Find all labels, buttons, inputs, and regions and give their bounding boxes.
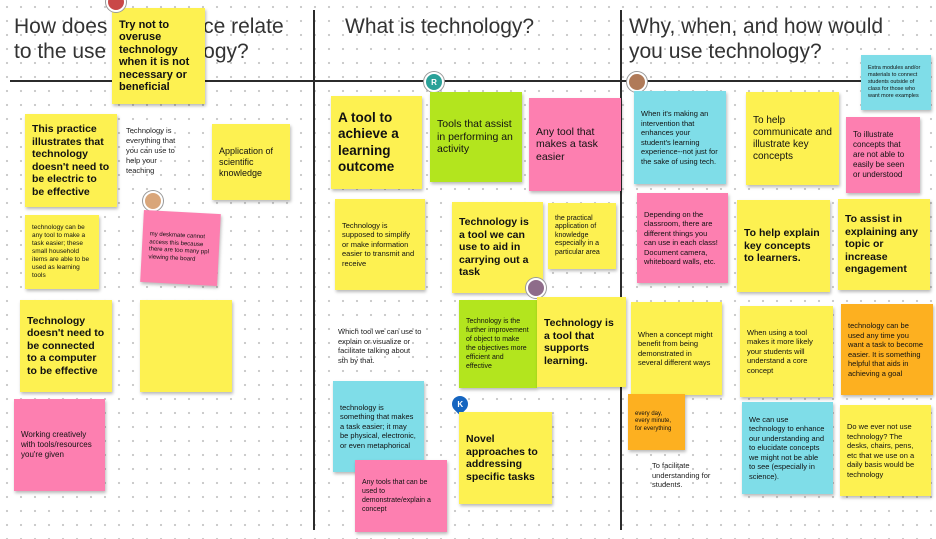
sticky-note-further[interactable]: Technology is the further improvement of… bbox=[459, 300, 537, 388]
sticky-note-practice[interactable]: This practice illustrates that technolog… bbox=[25, 114, 117, 207]
user-avatar-photo-1 bbox=[143, 191, 163, 211]
user-avatar-r: R bbox=[424, 72, 444, 92]
sticky-note-deskmate[interactable]: my deskmate cannot access this because t… bbox=[140, 210, 221, 286]
sticky-note-tools-assist[interactable]: Tools that assist in performing an activ… bbox=[430, 92, 522, 182]
sticky-note-tool-achieve[interactable]: A tool to achieve a learning outcome bbox=[331, 96, 422, 189]
sticky-note-ever-not[interactable]: Do we ever not use technology? The desks… bbox=[840, 405, 931, 496]
sticky-note-not-connected[interactable]: Technology doesn't need to be connected … bbox=[20, 300, 112, 392]
sticky-note-overuse[interactable]: Try not to overuse technology when it is… bbox=[112, 8, 205, 104]
sticky-note-benefit[interactable]: When a concept might benefit from being … bbox=[631, 302, 722, 395]
sticky-note-novel[interactable]: Novel approaches to addressing specific … bbox=[459, 412, 552, 504]
sticky-note-explain-key[interactable]: To help explain key concepts to learners… bbox=[737, 200, 830, 292]
sticky-note-extra-modules[interactable]: Extra modules and/or materials to connec… bbox=[861, 55, 931, 110]
sticky-note-household[interactable]: technology can be any tool to make a tas… bbox=[25, 215, 99, 289]
column-2-title: What is technology? bbox=[345, 15, 535, 38]
sticky-note-illustrate[interactable]: To illustrate concepts that are not able… bbox=[846, 117, 920, 193]
header-divider bbox=[10, 80, 930, 82]
column-divider-1 bbox=[313, 10, 315, 530]
sticky-note-any-tools[interactable]: Any tools that can be used to demonstrat… bbox=[355, 460, 447, 532]
sticky-note-intervention[interactable]: When it's making an intervention that en… bbox=[634, 91, 726, 184]
column-3-title: Why, when, and how would you use technol… bbox=[629, 15, 884, 63]
sticky-note-simplify[interactable]: Technology is supposed to simplify or ma… bbox=[335, 199, 425, 290]
user-avatar-photo-2 bbox=[526, 278, 546, 298]
user-avatar-top bbox=[106, 0, 126, 12]
sticky-note-any-tool[interactable]: Any tool that makes a task easier bbox=[529, 98, 621, 191]
sticky-note-working[interactable]: Working creatively with tools/resources … bbox=[14, 399, 105, 491]
sticky-note-aid[interactable]: Technology is a tool we can use to aid i… bbox=[452, 202, 543, 293]
text-which-tool[interactable]: Which tool we can use to explain or visu… bbox=[338, 327, 422, 365]
sticky-note-any-time[interactable]: technology can be used any time you want… bbox=[841, 304, 933, 395]
sticky-note-depending[interactable]: Depending on the classroom, there are di… bbox=[637, 193, 728, 283]
sticky-note-using-tool[interactable]: When using a tool makes it more likely y… bbox=[740, 306, 833, 397]
sticky-note-practical[interactable]: the practical application of knowledge e… bbox=[548, 203, 616, 269]
sticky-note-enhance[interactable]: We can use technology to enhance our und… bbox=[742, 402, 833, 494]
text-everything[interactable]: Technology is everything that you can us… bbox=[126, 126, 176, 175]
sticky-note-blank[interactable] bbox=[140, 300, 232, 392]
sticky-note-physical[interactable]: technology is something that makes a tas… bbox=[333, 381, 424, 472]
sticky-note-every-day[interactable]: every day, every minute, for everything bbox=[628, 394, 685, 450]
user-avatar-photo-3 bbox=[627, 72, 647, 92]
text-facilitate[interactable]: To facilitate understanding for students… bbox=[652, 461, 711, 489]
sticky-note-application[interactable]: Application of scientific knowledge bbox=[212, 124, 290, 200]
sticky-note-engagement[interactable]: To assist in explaining any topic or inc… bbox=[838, 199, 930, 290]
sticky-note-communicate[interactable]: To help communicate and illustrate key c… bbox=[746, 92, 839, 185]
column-divider-2 bbox=[620, 10, 622, 530]
sticky-note-supports[interactable]: Technology is a tool that supports learn… bbox=[537, 297, 626, 387]
